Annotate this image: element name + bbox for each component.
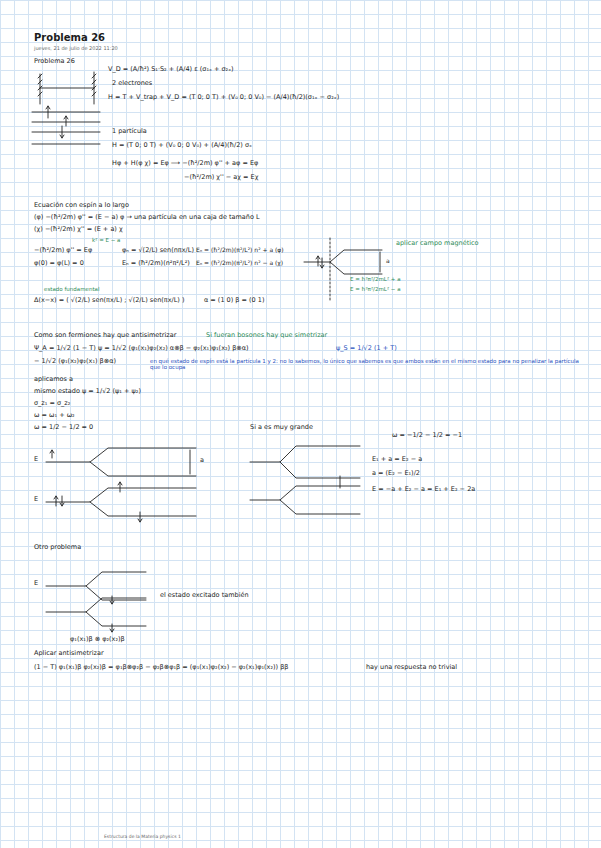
handwritten-heading: Problema 26 [34,58,75,65]
equation: a = (E₂ − E₁)/2 [372,470,420,477]
equation: mismo estado ψ = 1/√2 (ψ₁ + ψ₂) [34,388,141,395]
equation: (χ) −(ħ²/2m) χ'' = (E + a) χ [34,226,123,233]
equation: H = (T 0; 0 T) + (V₀ 0; 0 V₀) + (A/4)(ħ/… [112,142,252,149]
note: 2 electrones [112,80,152,87]
equation: σ_z₁ = σ_z₂ [34,400,70,407]
equation: E = −a + E₂ − a = E₁ + E₂ − 2a [372,486,475,493]
note: aplicamos a [34,376,73,383]
equation: − 1/√2 (φ₁(x₂)φ₂(x₁) β⊗α) [34,358,116,365]
green-note: E = ħ²π²/2mL² − a [350,286,401,292]
equation: Eₙ = (ħ²/2m)(π²/L²) n² − a (χ) [196,260,283,267]
equation: Eₙ = (ħ²/2m)(n²π²/L²) [122,260,190,267]
equation: Hφ + H(φ χ) = Eφ ⟶ −(ħ²/2m) φ'' + aφ = E… [112,160,258,167]
equation: (1 − T) φ₁(x₁)β φ₂(x₂)β = φ₁β⊗φ₂β − φ₂β⊗… [34,664,289,671]
footer: Estructura de la Materia physics 1 [104,834,181,839]
green-note: E = ħ²π²/2mL² + a [350,276,401,282]
section-heading: Otro problema [34,544,81,551]
equation: φₙ = √(2/L) sen(nπx/L) [122,247,194,254]
equation: E₁ + a = E₂ − a [372,456,422,463]
symbol-label: a [386,258,390,265]
equation: −(ħ²/2m) χ'' − aχ = Eχ [184,174,258,181]
equation: V_D = (A/ħ²) S₁·S₂ + (A/4) ε (σ₁ₓ + σ₂ₓ) [108,66,234,73]
symbol-label: a [200,457,204,464]
equation: Ψ_A = 1/√2 (1 − T) ψ = 1/√2 (φ₁(x₁)φ₂(x₂… [34,345,249,352]
note: Si a es muy grande [250,424,313,431]
green-note: aplicar campo magnético [396,240,479,247]
equation: Δ(x−x) = ( √(2/L) sen(πx/L) ; √(2/L) sen… [34,297,185,304]
green-note: k² = E − a [92,237,120,243]
section-heading: Como son fermiones hay que antisimetriza… [34,332,176,339]
green-note: Si fueran bosones hay que simetrizar [206,332,327,339]
date-line: jueves, 21 de julio de 2022 11:20 [34,46,118,52]
axis-label: E [34,580,38,587]
note: hay una respuesta no trivial [366,664,457,671]
equation: ω = −1/2 − 1/2 = −1 [392,432,462,439]
equation: −(ħ²/2m) φ'' = Eφ [34,247,92,254]
note: 1 partícula [112,128,147,135]
equation: φ₁(x₁)β ⊗ φ₂(x₂)β [70,636,125,643]
axis-label: E [34,496,38,503]
equation: φ(0) = φ(L) = 0 [34,260,84,267]
blue-note: en qué estado de espín está la partícula… [150,358,590,371]
note: el estado excitado también [160,592,249,599]
axis-label: E [34,456,38,463]
section-heading: Ecuación con espín a lo largo [34,202,129,209]
equation: ω = ω₁ + ω₂ [34,412,75,419]
equation: ω = 1/2 − 1/2 = 0 [34,424,93,431]
green-note: estado fundamental [44,286,99,292]
equation: α = (1 0) β = (0 1) [204,297,264,304]
page-title: Problema 26 [34,32,105,44]
section-heading: Aplicar antisimetrizar [34,650,104,657]
blue-note: ψ_S = 1/√2 (1 + T) [336,345,397,352]
equation: (φ) −(ħ²/2m) φ'' = (E − a) φ → una partí… [34,214,260,221]
equation: H = T + V_trap + V_D = (T 0; 0 T) + (V₀ … [108,94,339,101]
equation: Eₙ = (ħ²/2m)(π²/L²) n² + a (φ) [196,247,284,254]
